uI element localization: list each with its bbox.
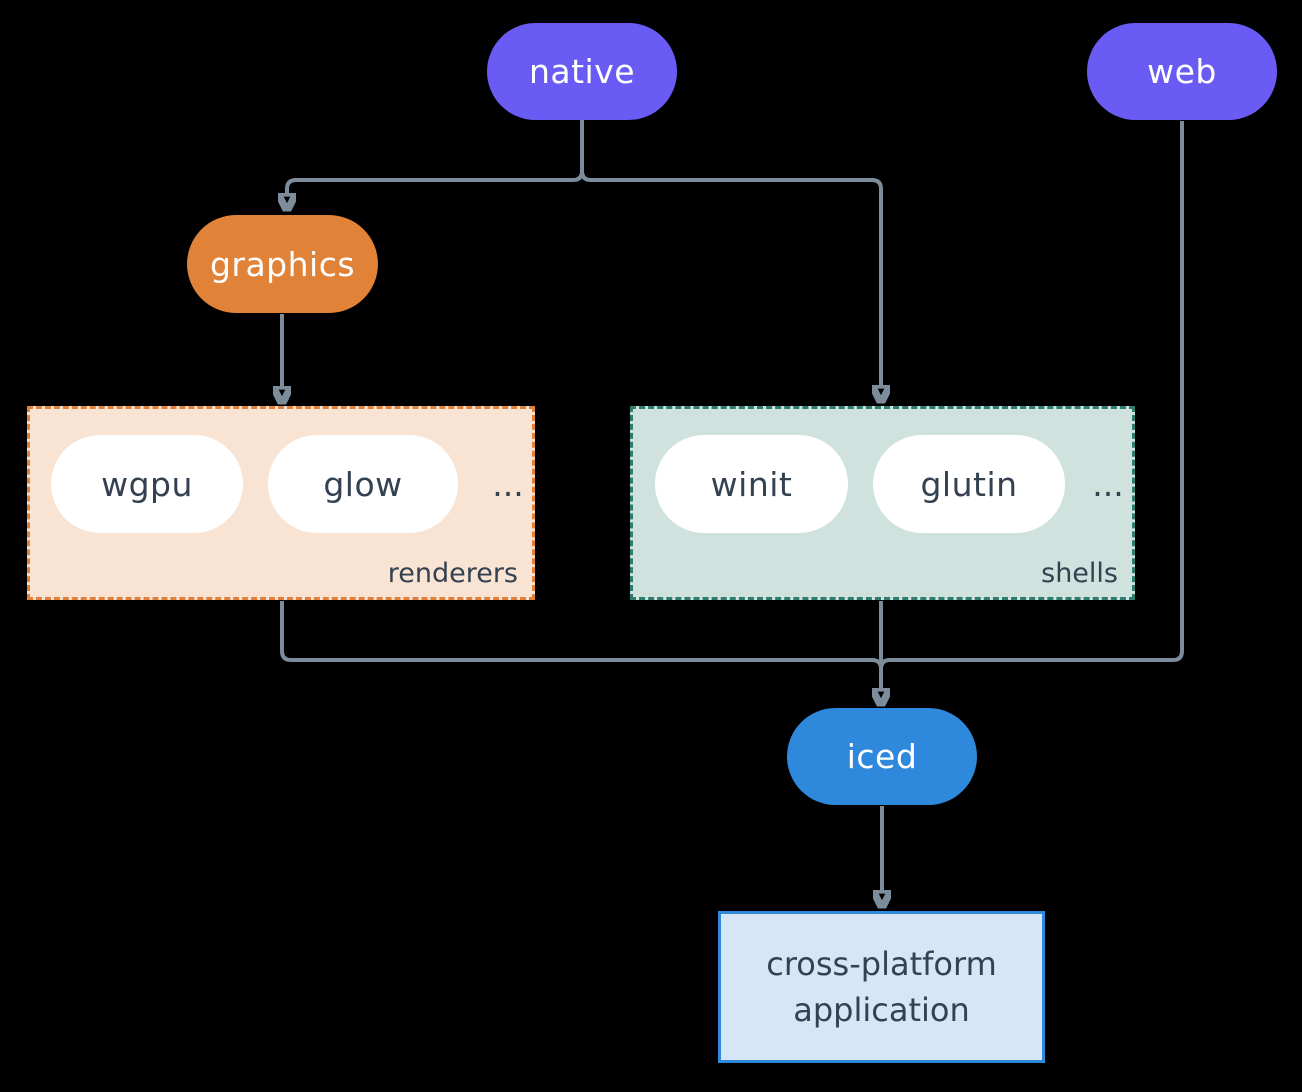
node-glow: glow <box>268 435 458 533</box>
renderers-ellipsis: ... <box>492 464 524 504</box>
renderers-group-label: renderers <box>387 558 518 589</box>
connector-native-to-graphics <box>287 120 584 193</box>
node-iced: iced <box>787 708 977 805</box>
connector-native-to-shells <box>580 120 881 385</box>
node-winit: winit <box>655 435 848 533</box>
node-winit-label: winit <box>710 464 793 504</box>
node-web: web <box>1087 23 1277 120</box>
group-renderers: wgpu glow ... renderers <box>27 406 535 600</box>
connector-renderers-to-junction <box>280 601 883 670</box>
node-glow-label: glow <box>323 464 403 504</box>
node-graphics-label: graphics <box>209 244 356 284</box>
node-web-label: web <box>1147 52 1217 91</box>
node-graphics: graphics <box>187 215 378 313</box>
node-native-label: native <box>528 52 636 91</box>
node-cross-platform-application: cross-platform application <box>718 911 1045 1063</box>
application-label-line1: cross-platform <box>766 944 997 983</box>
group-shells: winit glutin ... shells <box>630 406 1135 600</box>
application-label-line2: application <box>793 991 970 1029</box>
node-wgpu-label: wgpu <box>101 464 193 504</box>
shells-group-label: shells <box>1041 558 1118 589</box>
node-wgpu: wgpu <box>51 435 243 533</box>
node-glutin-label: glutin <box>920 464 1018 504</box>
node-glutin: glutin <box>873 435 1065 533</box>
node-native: native <box>487 23 677 120</box>
shells-ellipsis: ... <box>1092 464 1124 504</box>
node-iced-label: iced <box>846 737 918 776</box>
